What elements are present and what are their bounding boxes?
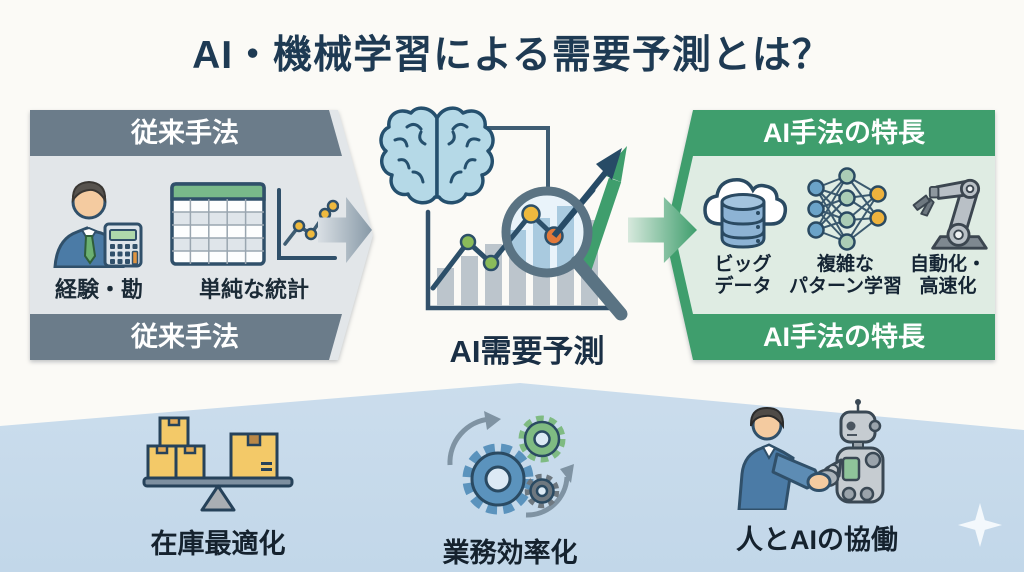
ai-item-bigdata: ビッグ データ bbox=[697, 156, 789, 314]
ai-item-label: 複雑な パターン学習 bbox=[789, 254, 903, 297]
gear-green bbox=[518, 415, 565, 463]
magnifier-icon bbox=[501, 186, 628, 321]
brain-icon bbox=[379, 106, 495, 205]
benefit-label: 業務効率化 bbox=[442, 538, 578, 568]
traditional-item-label: 単純な統計 bbox=[198, 277, 309, 302]
traditional-footer-bar: 従来手法 bbox=[30, 314, 342, 360]
gear-gray bbox=[524, 473, 559, 509]
benefit-label: 人とAIの協働 bbox=[736, 525, 898, 555]
page-title: AI・機械学習による需要予測とは？ bbox=[192, 34, 832, 77]
traditional-item-label: 経験・勘 bbox=[54, 277, 143, 302]
ai-item-label: ビッグ データ bbox=[714, 254, 772, 297]
spreadsheet-icon bbox=[169, 182, 266, 266]
center-label: AI需要予測 bbox=[449, 334, 605, 369]
ai-item-pattern-learning: 複雑な パターン学習 bbox=[789, 156, 902, 314]
simple-linechart-icon bbox=[276, 188, 339, 260]
ai-footer-bar: AI手法の特長 bbox=[693, 314, 995, 360]
ai-item-automation: 自動化・ 高速化 bbox=[902, 156, 994, 314]
ai-footer-label: AI手法の特長 bbox=[763, 322, 925, 352]
traditional-header-label: 従来手法 bbox=[131, 118, 239, 148]
benefit-inventory: 在庫最適化 bbox=[118, 414, 318, 561]
brain-chart-magnifier-icon bbox=[379, 106, 628, 321]
traditional-item-experience: 経験・勘 bbox=[30, 156, 168, 314]
gear-blue bbox=[462, 443, 533, 515]
traditional-header-bar: 従来手法 bbox=[30, 110, 342, 156]
traditional-item-statistics: 単純な統計 bbox=[168, 156, 340, 314]
ai-item-label: 自動化・ 高速化 bbox=[910, 254, 987, 297]
gears-icon bbox=[446, 411, 574, 518]
person-calculator-icon bbox=[53, 180, 143, 268]
neural-network-icon bbox=[806, 167, 887, 251]
ai-header-label: AI手法の特長 bbox=[763, 118, 925, 148]
traditional-footer-label: 従来手法 bbox=[131, 322, 239, 352]
human-robot-handshake-icon bbox=[737, 399, 885, 510]
benefit-collaboration: 人とAIの協働 bbox=[712, 398, 922, 557]
cloud-database-icon bbox=[703, 177, 788, 249]
benefit-label: 在庫最適化 bbox=[150, 529, 286, 559]
robot-arm-icon bbox=[912, 178, 988, 250]
ai-header-bar: AI手法の特長 bbox=[693, 110, 995, 156]
inventory-balance-icon bbox=[142, 416, 293, 512]
benefit-efficiency: 業務効率化 bbox=[420, 403, 600, 570]
ai-features-box: AI手法の特長 ビッグ データ bbox=[665, 110, 995, 360]
traditional-methods-box: 従来手法 bbox=[30, 110, 373, 360]
